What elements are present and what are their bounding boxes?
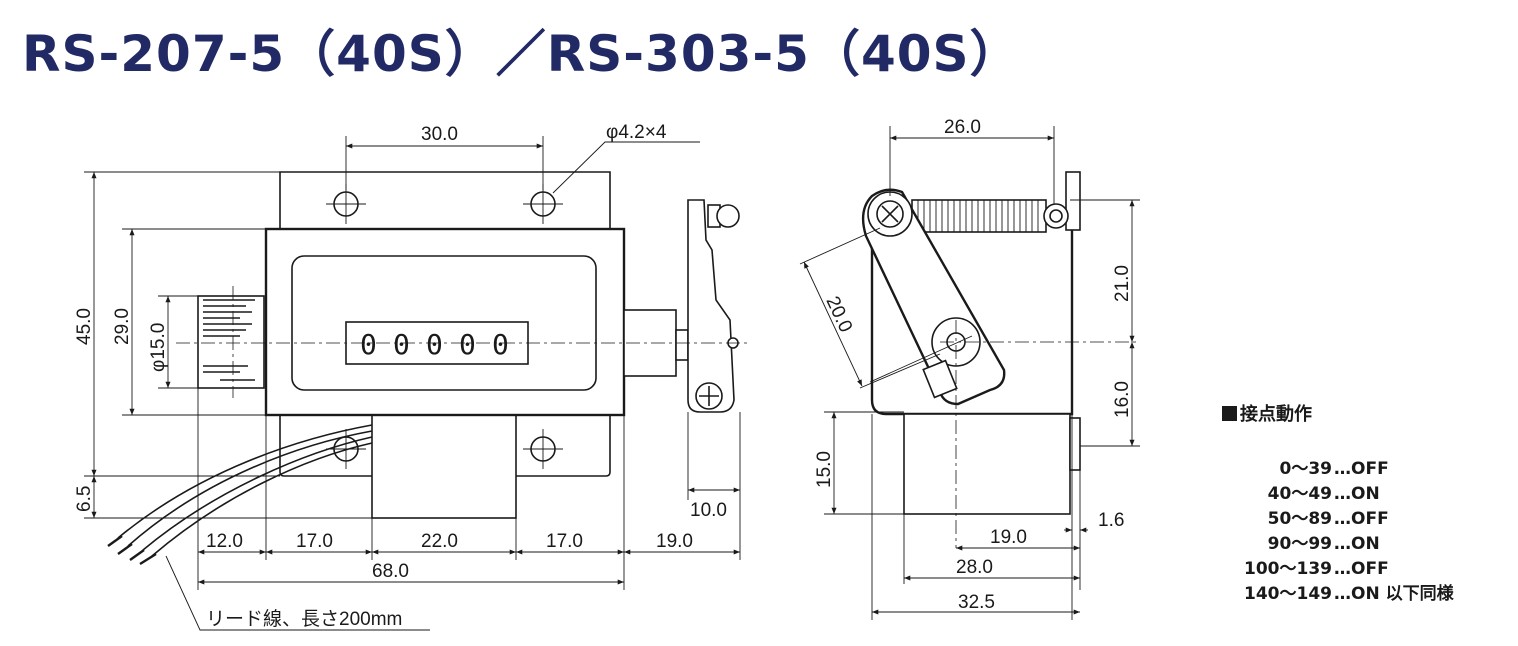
dim-arm-len: 20.0 xyxy=(821,293,856,335)
contact-row: 140～149…ON 以下同様 xyxy=(1222,579,1454,604)
dim-side-lever-thk: 1.6 xyxy=(1098,510,1124,531)
contact-range: 0～39 xyxy=(1279,459,1333,479)
dim-seg-e: 19.0 xyxy=(656,531,693,552)
dim-w1: 19.0 xyxy=(990,527,1027,548)
side-lever-plate xyxy=(1065,171,1081,231)
contact-row: 90～99…ON xyxy=(1222,529,1380,554)
side-base-block xyxy=(903,413,1071,515)
square-bullet-icon xyxy=(1222,406,1237,421)
digit: 0 xyxy=(360,328,377,361)
dim-seg-c: 22.0 xyxy=(421,531,458,552)
display-window xyxy=(291,255,597,391)
dim-height-body: 29.0 xyxy=(112,308,133,345)
lower-block xyxy=(371,413,517,519)
digit: 0 xyxy=(459,328,476,361)
dim-seg-b: 17.0 xyxy=(296,531,333,552)
counter-digits: 0 0 0 0 0 xyxy=(360,328,509,361)
digit: 0 xyxy=(426,328,443,361)
contact-range: 40～49 xyxy=(1267,484,1332,504)
dim-seg-d: 17.0 xyxy=(546,531,583,552)
spring xyxy=(911,199,1069,233)
contact-heading-text: 接点動作 xyxy=(1240,404,1312,425)
contact-state: …ON xyxy=(1334,534,1380,554)
contact-state: …OFF xyxy=(1334,509,1389,529)
contact-row: 50～89…OFF xyxy=(1222,504,1389,529)
actuator-lever xyxy=(623,199,740,413)
contact-range: 90～99 xyxy=(1267,534,1332,554)
dim-seg-a: 12.0 xyxy=(206,531,243,552)
page-title: RS-207-5（40S）／RS-303-5（40S） xyxy=(22,25,1021,83)
contact-row: 40～49…ON xyxy=(1222,479,1380,504)
dim-base-h: 15.0 xyxy=(814,451,835,488)
dim-width-total: 68.0 xyxy=(372,561,409,582)
dim-w3: 32.5 xyxy=(958,592,995,613)
dim-knob-dia: φ15.0 xyxy=(148,323,169,372)
reset-knob xyxy=(197,295,265,389)
dim-hole-pitch: 30.0 xyxy=(421,124,458,145)
contact-range: 50～89 xyxy=(1267,509,1332,529)
front-view: 0 0 0 0 0 xyxy=(74,122,748,631)
contact-state: …ON 以下同様 xyxy=(1334,584,1454,604)
contact-range: 100～139 xyxy=(1244,559,1332,579)
lead-wire-note: リード線、長さ200mm xyxy=(206,608,402,630)
dim-spring-pitch: 26.0 xyxy=(944,117,981,138)
side-dimensions: 26.0 20.0 21.0 16.0 15.0 1.6 19.0 28.0 xyxy=(799,117,1140,620)
lead-wires xyxy=(107,424,373,566)
contact-range: 140～149 xyxy=(1244,584,1332,604)
dim-hole-spec: φ4.2×4 xyxy=(606,122,667,143)
dim-upper-h: 21.0 xyxy=(1112,265,1133,302)
dim-bottom-offset: 6.5 xyxy=(74,486,95,512)
dim-lower-h: 16.0 xyxy=(1112,381,1133,418)
dim-w2: 28.0 xyxy=(956,557,993,578)
contact-state: …OFF xyxy=(1334,459,1389,479)
contact-table-heading: 接点動作 xyxy=(1222,400,1312,426)
digit: 0 xyxy=(492,328,509,361)
contact-row: 100～139…OFF xyxy=(1222,554,1389,579)
digit: 0 xyxy=(393,328,410,361)
contact-state: …OFF xyxy=(1334,559,1389,579)
contact-row: 0～39…OFF xyxy=(1222,454,1389,479)
contact-state: …ON xyxy=(1334,484,1380,504)
dim-height-total: 45.0 xyxy=(74,308,95,345)
dim-lever-thk: 10.0 xyxy=(690,500,727,521)
front-dimensions: 30.0 φ4.2×4 45.0 29.0 φ15.0 6.5 xyxy=(74,122,741,631)
side-view: 26.0 20.0 21.0 16.0 15.0 1.6 19.0 28.0 xyxy=(799,117,1140,620)
